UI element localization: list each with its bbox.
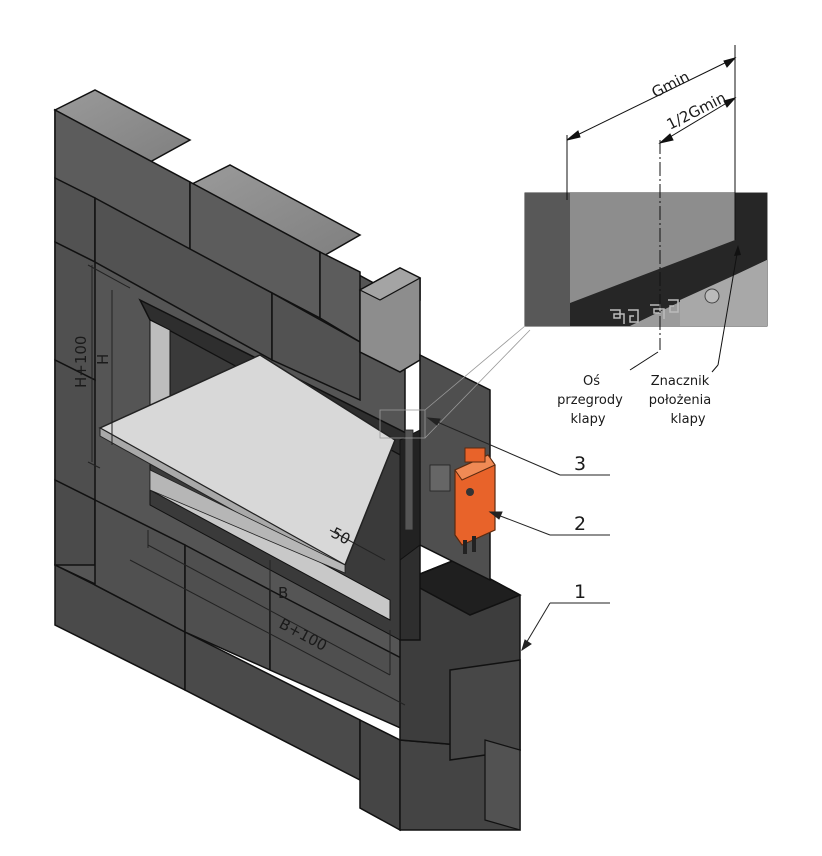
marker-label-2: położenia xyxy=(649,393,712,408)
labyrinth-pattern xyxy=(610,309,639,324)
callout-3: 3 xyxy=(574,453,586,475)
axis-label-3: klapy xyxy=(570,412,605,427)
marker-disc xyxy=(704,288,720,304)
callout-2: 2 xyxy=(574,513,586,535)
b-label: B xyxy=(278,584,288,602)
h-plus-100-label: H+100 xyxy=(72,336,90,388)
axis-label-1: Oś xyxy=(583,374,600,389)
marker-label-1: Znacznik xyxy=(651,374,710,389)
actuator-knob xyxy=(466,488,474,496)
h-label: H xyxy=(94,354,112,365)
zoom-connector xyxy=(379,325,531,439)
half-gmin-label: 1/2Gmin xyxy=(664,88,729,133)
dimension-lines xyxy=(87,264,406,706)
axis-label-2: przegrody xyxy=(557,393,623,408)
damper-blade xyxy=(98,354,396,574)
detail-inset xyxy=(524,140,768,373)
gmin-dimension xyxy=(566,45,737,240)
gmin-label: Gmin xyxy=(649,67,693,101)
callout-1: 1 xyxy=(574,581,586,603)
callout-leaders xyxy=(426,417,610,652)
actuator xyxy=(454,447,496,554)
marker-label-3: klapy xyxy=(670,412,705,427)
perforated-strip xyxy=(404,429,414,531)
